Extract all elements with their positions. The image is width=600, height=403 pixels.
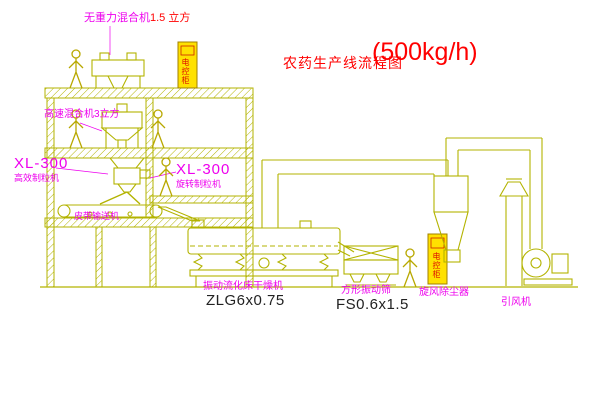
fan-inlet-duct [446,137,543,249]
gravity-mixer-name: 无重力混合机 [84,12,150,24]
belt-conveyor-label: 皮带输送机 [74,211,120,221]
induced-draft-fan [521,248,573,286]
granulator-left-name: 高效制粒机 [14,173,60,183]
control-cabinet-upper [177,41,198,89]
sieve-name-label: 方形振动筛 [341,285,391,296]
diagram-title: 农药生产线流程图 [283,55,403,71]
exhaust-duct [261,159,449,228]
granulator-right-name: 旋转制粒机 [176,179,222,189]
dryer-model-label: ZLG6x0.75 [206,292,285,309]
cyclone-label: 旋风除尘器 [419,287,469,298]
worker-roof [68,49,84,89]
fluid-bed-dryer [187,219,355,287]
building-structure [44,87,254,288]
control-cabinet-lower [427,233,448,285]
diagram-capacity: (500kg/h) [372,38,478,66]
gravity-mixer [91,52,145,89]
belt-conveyor [57,204,201,222]
vibration-motor [258,257,270,269]
worker-floor3 [158,157,174,197]
fan-label: 引风机 [501,297,531,308]
dryer-name-label: 振动流化床干燥机 [203,281,283,292]
high-speed-mixer [100,103,144,149]
feed-chute [157,206,201,222]
cabinet-upper-text: 电控柜 [181,58,190,85]
granulator [99,157,151,205]
fan-motor [551,253,569,274]
square-sieve [343,245,399,286]
gravity-mixer-spec: 1.5 立方 [150,12,191,24]
sieve-model-label: FS0.6x1.5 [336,296,409,313]
exhaust-stack [499,178,529,286]
worker-ground [402,248,418,288]
granulator-left-model: XL-300 [14,155,69,172]
cyclone-separator [433,138,469,263]
leader-lines [55,26,177,179]
gravity-mixer-label: 无重力混合机1.5 立方 [84,12,191,25]
granulator-right-model: XL-300 [176,161,231,178]
cabinet-lower-text: 电控柜 [432,252,441,279]
high-speed-mixer-label: 高速混合机3立方 [44,109,120,120]
